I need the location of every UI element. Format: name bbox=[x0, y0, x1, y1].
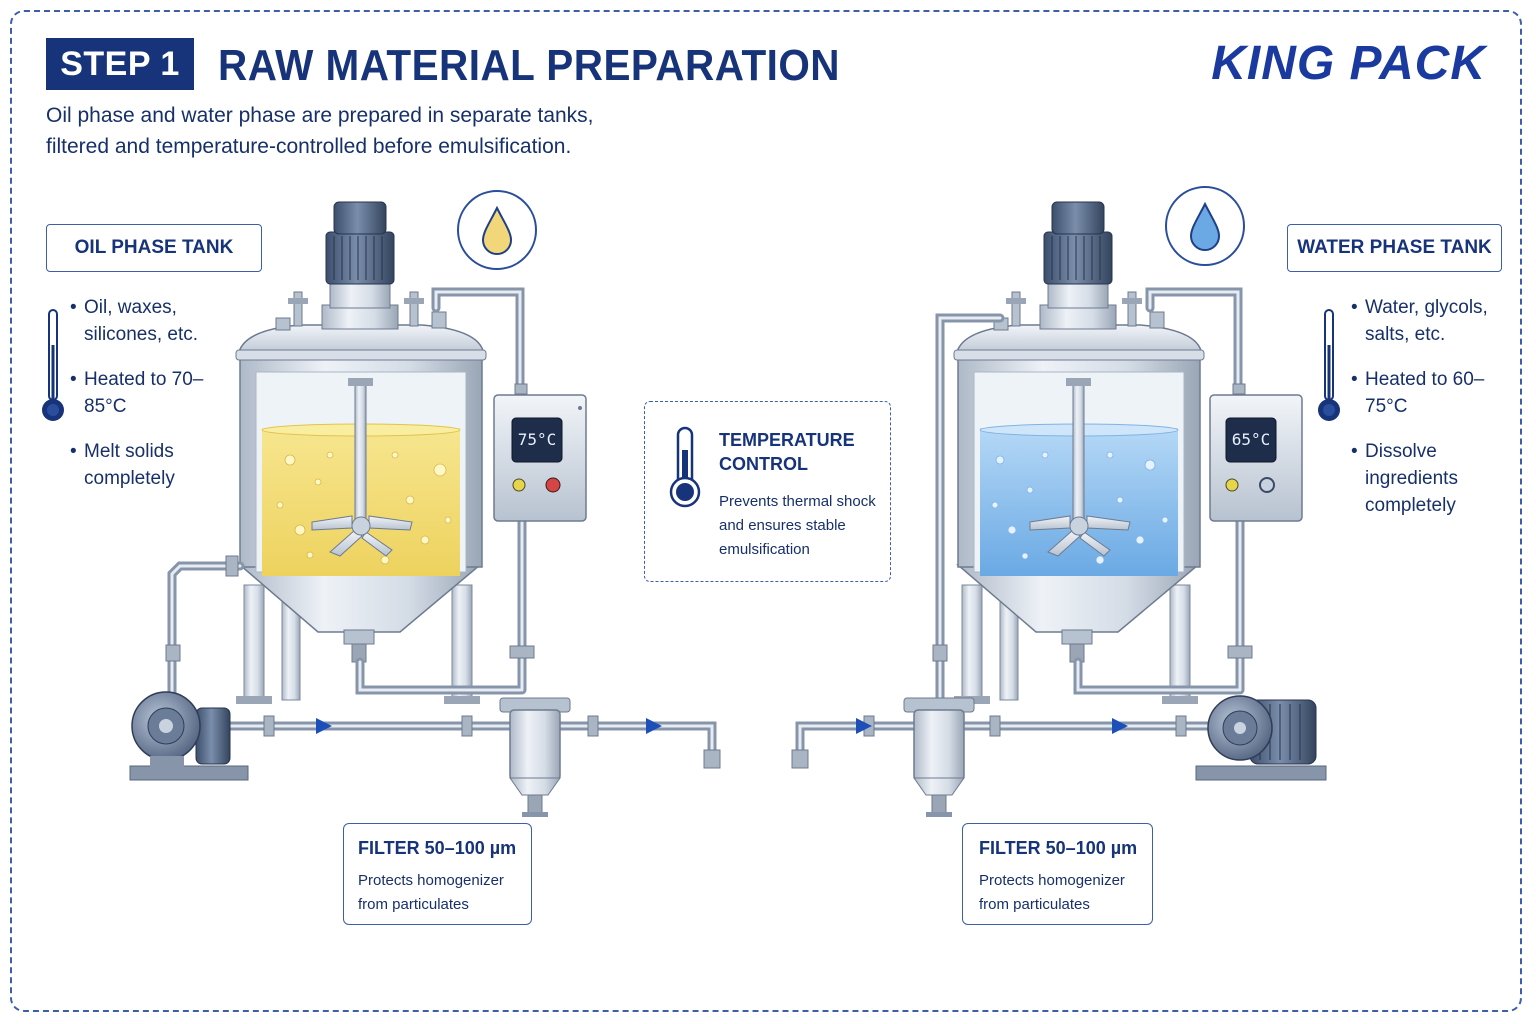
water-filter-box: FILTER 50–100 µm Protects homogenizer fr… bbox=[962, 823, 1153, 925]
water-temperature-readout: 65°C bbox=[1231, 430, 1271, 449]
oil-bullet-ingredients: Oil, waxes, silicones, etc. bbox=[70, 294, 220, 348]
water-bullet-ingredients: Water, glycols, salts, etc. bbox=[1351, 294, 1511, 348]
subtitle-line-1: Oil phase and water phase are prepared i… bbox=[46, 104, 594, 127]
brand-logo: KING PACK bbox=[1211, 37, 1486, 90]
water-phase-tank-label: WATER PHASE TANK bbox=[1287, 224, 1502, 272]
oil-filter-box: FILTER 50–100 µm Protects homogenizer fr… bbox=[343, 823, 532, 925]
oil-filter-text: Protects homogenizer from particulates bbox=[358, 872, 504, 913]
subtitle-line-2: filtered and temperature-controlled befo… bbox=[46, 135, 572, 158]
oil-temperature-readout: 75°C bbox=[517, 430, 557, 449]
water-bullet-heat: Heated to 60–75°C bbox=[1351, 366, 1511, 420]
water-filter-text: Protects homogenizer from particulates bbox=[979, 872, 1125, 913]
water-bullets: Water, glycols, salts, etc. Heated to 60… bbox=[1351, 294, 1511, 537]
subtitle: Oil phase and water phase are prepared i… bbox=[46, 100, 686, 162]
page-title: RAW MATERIAL PREPARATION bbox=[218, 41, 840, 90]
oil-filter-title: FILTER 50–100 µm bbox=[358, 838, 517, 858]
oil-bullet-melt: Melt solids completely bbox=[70, 438, 220, 492]
water-bullet-dissolve: Dissolve ingredients completely bbox=[1351, 438, 1511, 519]
step-badge: STEP 1 bbox=[46, 38, 194, 90]
dashed-frame bbox=[10, 10, 1522, 1012]
water-filter-title: FILTER 50–100 µm bbox=[979, 838, 1138, 858]
oil-bullets: Oil, waxes, silicones, etc. Heated to 70… bbox=[70, 294, 220, 510]
temperature-control-text: Prevents thermal shock and ensures stabl… bbox=[719, 493, 876, 558]
oil-bullet-heat: Heated to 70–85°C bbox=[70, 366, 220, 420]
temperature-control-box: TEMPERATURE CONTROL Prevents thermal sho… bbox=[644, 401, 891, 582]
temperature-control-title: TEMPERATURE CONTROL bbox=[719, 430, 855, 474]
oil-phase-tank-label: OIL PHASE TANK bbox=[46, 224, 262, 272]
